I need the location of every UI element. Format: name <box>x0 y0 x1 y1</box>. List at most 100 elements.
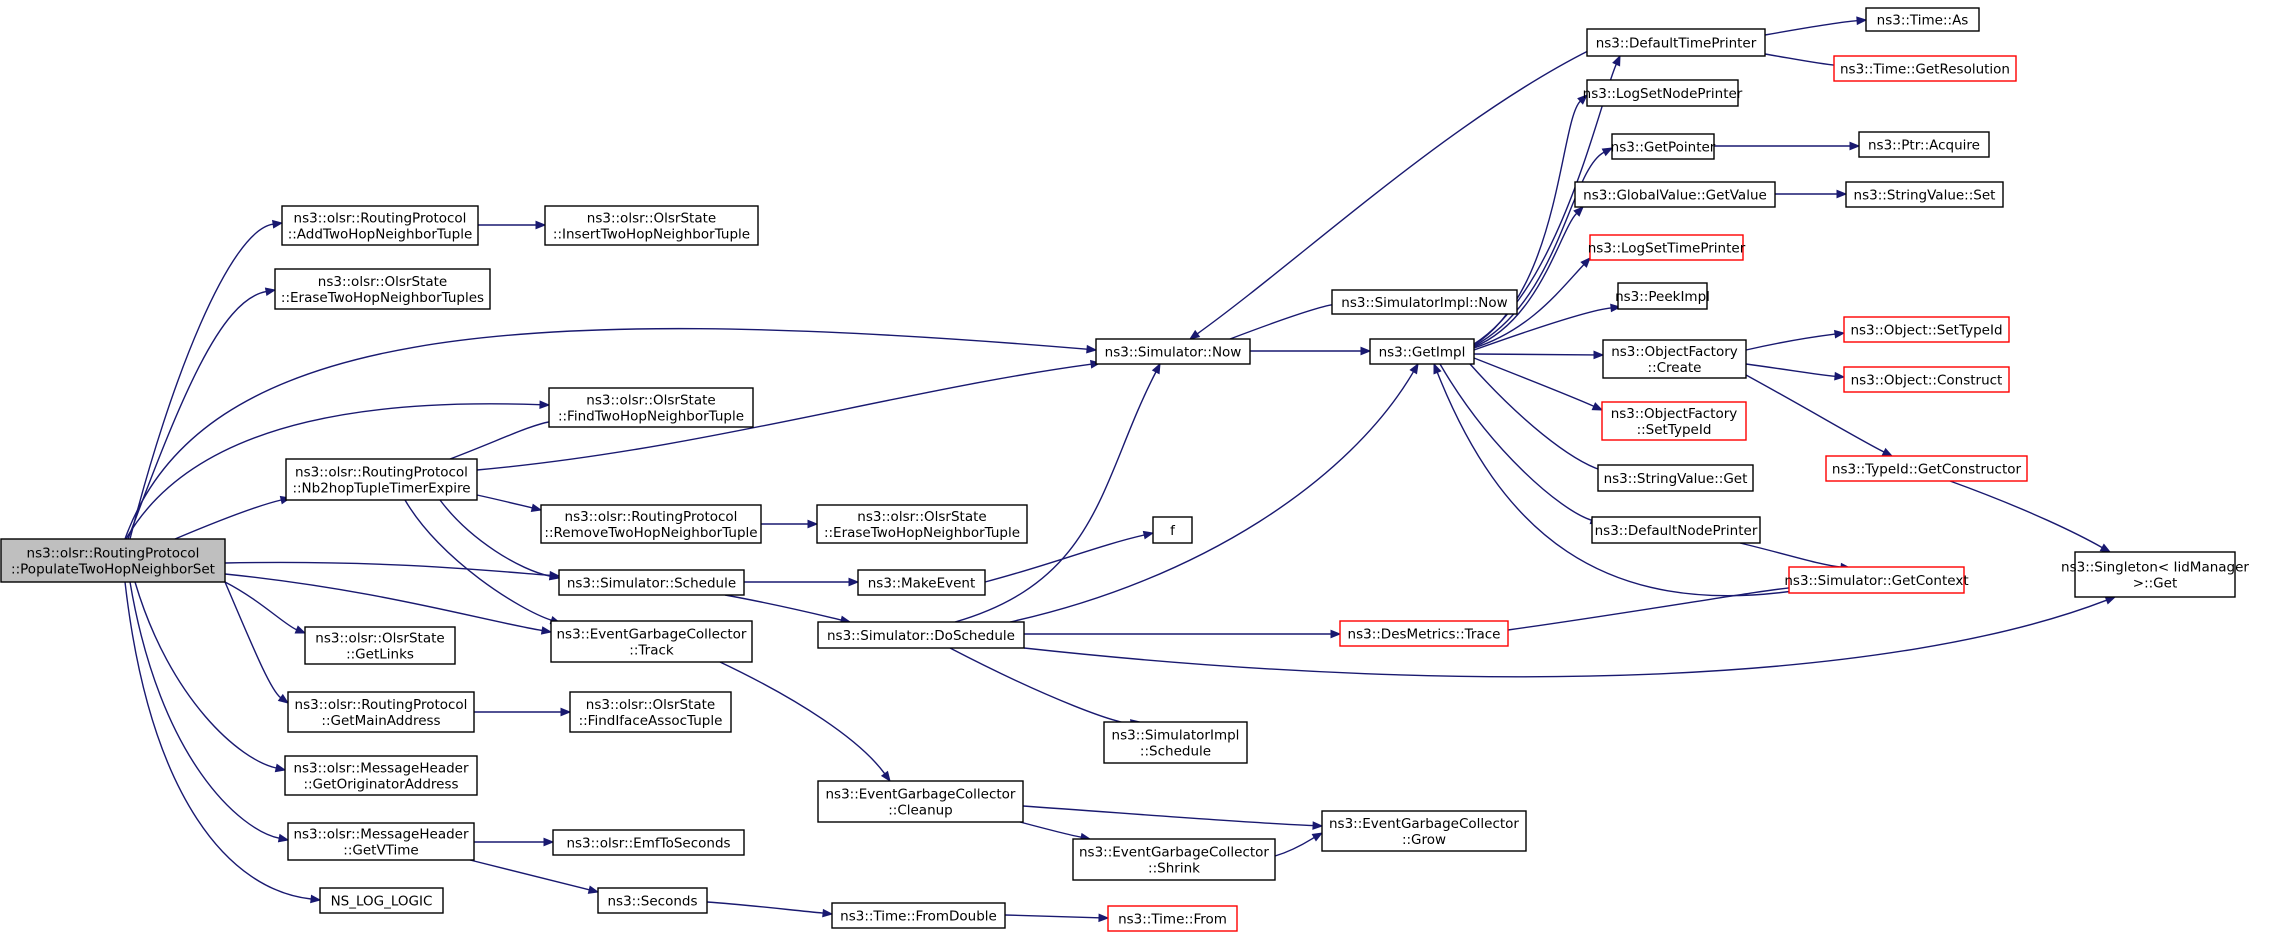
node-box <box>817 780 1024 823</box>
edge-defTimePrinter-to-simNow <box>1188 49 1591 340</box>
node-getOriginator[interactable]: ns3::olsr::MessageHeader::GetOriginatorA… <box>284 755 478 796</box>
node-label: ns3::Seconds <box>608 894 698 910</box>
edge-doSchedule-to-simNow <box>954 362 1161 623</box>
node-getLinks[interactable]: ns3::olsr::OlsrState::GetLinks <box>304 626 456 665</box>
node-box <box>1611 133 1715 160</box>
arrowhead <box>1593 350 1605 360</box>
node-label: ns3::olsr::RoutingProtocol <box>27 546 200 562</box>
arrowhead <box>880 770 891 783</box>
edge-getImpl-to-gvGetValue <box>1473 206 1584 348</box>
node-simGetContext[interactable]: ns3::Simulator::GetContext <box>1784 566 1969 594</box>
node-objConstruct[interactable]: ns3::Object::Construct <box>1843 366 2010 393</box>
arrowhead <box>2099 543 2112 553</box>
node-desTrace[interactable]: ns3::DesMetrics::Trace <box>1339 620 1509 647</box>
node-insertTwoHop[interactable]: ns3::olsr::OlsrState::InsertTwoHopNeighb… <box>544 205 759 246</box>
node-box <box>1072 838 1276 881</box>
node-label: ns3::olsr::RoutingProtocol <box>565 509 738 525</box>
node-box <box>281 205 479 246</box>
edge-root-to-nb2hopExpire <box>174 495 292 540</box>
node-box <box>569 691 732 733</box>
node-findTwoHop[interactable]: ns3::olsr::OlsrState::FindTwoHopNeighbor… <box>548 387 754 428</box>
arrowhead <box>1856 16 1868 26</box>
node-nsLogLogic[interactable]: NS_LOG_LOGIC <box>319 887 444 914</box>
node-egcShrink[interactable]: ns3::EventGarbageCollector::Shrink <box>1072 838 1276 881</box>
node-fromDouble[interactable]: ns3::Time::FromDouble <box>831 902 1006 929</box>
node-makeEvent[interactable]: ns3::MakeEvent <box>857 569 986 596</box>
node-label: ns3::Singleton< IidManager <box>2061 560 2249 576</box>
edge-egcCleanup-to-egcShrink <box>1019 821 1092 842</box>
arrowhead <box>1312 821 1324 830</box>
node-defNodePrinter[interactable]: ns3::DefaultNodePrinter <box>1591 516 1761 544</box>
node-defTimePrinter[interactable]: ns3::DefaultTimePrinter <box>1586 28 1766 57</box>
edge-simSchedule-to-makeEvent <box>744 577 860 587</box>
node-ptrAcquire[interactable]: ns3::Ptr::Acquire <box>1858 131 1990 158</box>
edge-doSchedule-to-implSchedule <box>949 647 1142 728</box>
node-getImpl[interactable]: ns3::GetImpl <box>1369 338 1475 365</box>
edge-getImpl-to-defNodePrinter <box>1439 363 1602 525</box>
node-label: ns3::olsr::EmfToSeconds <box>566 836 730 852</box>
node-box <box>287 691 475 733</box>
node-ofCreate[interactable]: ns3::ObjectFactory::Create <box>1602 339 1747 379</box>
node-gvGetValue[interactable]: ns3::GlobalValue::GetValue <box>1574 181 1776 208</box>
node-logSetNodePrinter[interactable]: ns3::LogSetNodePrinter <box>1583 79 1743 107</box>
node-label: ::Grow <box>1402 832 1446 848</box>
node-addTwoHop[interactable]: ns3::olsr::RoutingProtocol::AddTwoHopNei… <box>281 205 479 246</box>
node-fNode[interactable]: f <box>1152 516 1193 544</box>
node-getMainAddress[interactable]: ns3::olsr::RoutingProtocol::GetMainAddre… <box>287 691 475 733</box>
node-label: ns3::Simulator::Now <box>1105 345 1242 361</box>
node-timeAs[interactable]: ns3::Time::As <box>1865 7 1980 32</box>
node-typeIdGetCtor[interactable]: ns3::TypeId::GetConstructor <box>1825 455 2028 482</box>
node-egcGrow[interactable]: ns3::EventGarbageCollector::Grow <box>1321 810 1527 852</box>
arrowhead <box>1849 141 1861 151</box>
node-singletonGet[interactable]: ns3::Singleton< IidManager >::Get <box>2061 551 2249 598</box>
node-findIface[interactable]: ns3::olsr::OlsrState::FindIfaceAssocTupl… <box>569 691 732 733</box>
node-emfToSeconds[interactable]: ns3::olsr::EmfToSeconds <box>552 829 745 856</box>
node-label: ns3::PeekImpl <box>1615 289 1710 305</box>
node-label: ns3::GetImpl <box>1379 345 1466 361</box>
arrowhead <box>264 287 277 297</box>
node-label: ns3::Ptr::Acquire <box>1868 138 1980 154</box>
node-box <box>558 569 745 596</box>
arrowhead <box>1330 629 1342 639</box>
node-box <box>1586 28 1766 57</box>
node-box <box>1152 516 1193 544</box>
node-label: ns3::olsr::OlsrState <box>315 631 444 647</box>
node-getPointer[interactable]: ns3::GetPointer <box>1611 133 1716 160</box>
edge-getImpl-to-logSetNodePrinter <box>1473 94 1588 346</box>
node-box <box>1865 7 1980 32</box>
node-eraseTwoHopTuple[interactable]: ns3::olsr::OlsrState::EraseTwoHopNeighbo… <box>816 504 1028 544</box>
node-removeTwoHop[interactable]: ns3::olsr::RoutingProtocol::RemoveTwoHop… <box>540 504 762 544</box>
node-simNow[interactable]: ns3::Simulator::Now <box>1095 338 1251 365</box>
edge-getImpl-to-logSetTimePrinter <box>1473 257 1591 349</box>
node-seconds[interactable]: ns3::Seconds <box>597 887 708 914</box>
node-eraseTwoHopTuples[interactable]: ns3::olsr::OlsrState::EraseTwoHopNeighbo… <box>274 268 491 310</box>
node-box <box>1591 516 1761 544</box>
node-objSetTypeId[interactable]: ns3::Object::SetTypeId <box>1843 316 2010 343</box>
node-implSchedule[interactable]: ns3::SimulatorImpl::Schedule <box>1103 721 1248 764</box>
node-nb2hopExpire[interactable]: ns3::olsr::RoutingProtocol::Nb2hopTupleT… <box>285 458 478 501</box>
arrowhead <box>2104 596 2117 605</box>
node-simSchedule[interactable]: ns3::Simulator::Schedule <box>558 569 745 596</box>
node-egcTrack[interactable]: ns3::EventGarbageCollector::Track <box>550 620 753 663</box>
node-label: ::EraseTwoHopNeighborTuple <box>824 525 1020 541</box>
node-doSchedule[interactable]: ns3::Simulator::DoSchedule <box>817 621 1025 649</box>
edge-fromDouble-to-timeFrom <box>1004 913 1110 923</box>
node-timeGetRes[interactable]: ns3::Time::GetResolution <box>1833 55 2017 82</box>
node-svGet[interactable]: ns3::StringValue::Get <box>1597 464 1754 492</box>
arrowhead <box>848 577 860 587</box>
edge-root-to-getOriginator <box>134 581 287 773</box>
node-egcCleanup[interactable]: ns3::EventGarbageCollector::Cleanup <box>817 780 1024 823</box>
node-peekImpl[interactable]: ns3::PeekImpl <box>1615 282 1710 310</box>
arrowhead <box>294 625 307 634</box>
node-svSet[interactable]: ns3::StringValue::Set <box>1845 181 2004 208</box>
node-label: ns3::Simulator::DoSchedule <box>827 628 1015 644</box>
arrowhead <box>1612 54 1621 67</box>
node-getVTime[interactable]: ns3::olsr::MessageHeader::GetVTime <box>287 822 475 861</box>
node-logSetTimePrinter[interactable]: ns3::LogSetTimePrinter <box>1588 234 1746 261</box>
node-timeFrom[interactable]: ns3::Time::From <box>1107 905 1238 932</box>
node-label: ns3::SimulatorImpl <box>1112 728 1240 744</box>
arrowhead <box>1834 371 1846 381</box>
node-implNow[interactable]: ns3::SimulatorImpl::Now <box>1331 289 1518 315</box>
node-ofSetTypeId[interactable]: ns3::ObjectFactory::SetTypeId <box>1601 401 1747 441</box>
arrowhead <box>539 400 551 410</box>
